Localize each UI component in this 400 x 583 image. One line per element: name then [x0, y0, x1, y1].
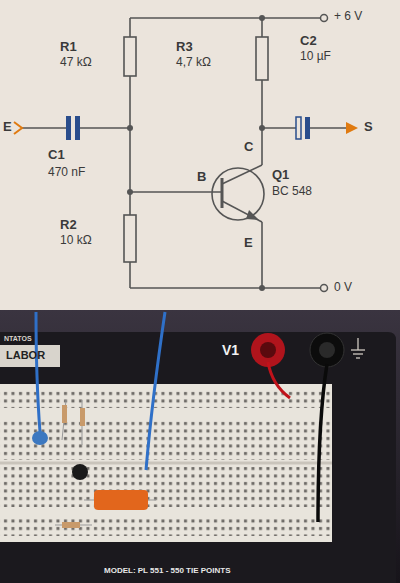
supply-label: 0 V [334, 281, 352, 295]
part-name: R1 [60, 40, 77, 55]
part-name: C2 [300, 34, 317, 49]
part-value: 10 µF [300, 50, 331, 64]
part-value: 4,7 kΩ [176, 56, 211, 70]
brand-plate [0, 345, 60, 367]
part-name: R3 [176, 40, 193, 55]
pin-name: B [197, 170, 206, 185]
ground-symbol [351, 338, 365, 358]
terminal [321, 285, 328, 292]
brand-text: NTATOS [4, 335, 32, 343]
part-value: BC 548 [272, 185, 312, 199]
resistor-symbol [256, 37, 268, 80]
schematic-ground [0, 0, 400, 310]
resistor-symbol [124, 215, 136, 262]
pin-name: C [244, 140, 253, 155]
terminal [321, 15, 328, 22]
blue-wire [146, 312, 165, 470]
pin-name: E [244, 236, 253, 251]
brand-name: LABOR [6, 349, 45, 362]
photo-ground [0, 310, 400, 583]
input-arrow [14, 122, 22, 134]
breadboard [0, 384, 332, 542]
transistor-symbol [212, 168, 264, 220]
red-terminal [251, 333, 285, 367]
resistor-symbol [124, 37, 136, 76]
capacitor-symbol [66, 116, 80, 140]
part-value: 10 kΩ [60, 234, 92, 248]
terminal-label: V1 [222, 342, 239, 358]
black-terminal [310, 333, 344, 367]
blue-wire [36, 312, 40, 432]
capacitor-symbol [296, 117, 310, 139]
signal-name: E [3, 120, 12, 135]
model-text: MODEL: PL 551 - 550 TIE POINTS [104, 566, 231, 575]
supply-label: + 6 V [334, 10, 362, 24]
signal-name: S [364, 120, 373, 135]
wires [22, 18, 348, 288]
part-value: 470 nF [48, 166, 85, 180]
part-name: Q1 [272, 168, 289, 183]
part-name: R2 [60, 218, 77, 233]
part-name: C1 [48, 148, 65, 163]
part-value: 47 kΩ [60, 56, 92, 70]
breadboard-frame [0, 332, 396, 583]
components [32, 400, 156, 528]
output-arrow [346, 122, 358, 134]
black-wire [318, 364, 327, 522]
red-wire [268, 362, 290, 398]
junction-dot [127, 15, 265, 291]
